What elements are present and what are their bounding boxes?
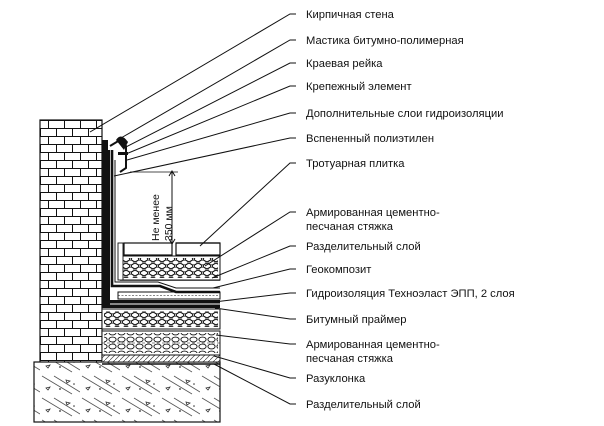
dimension-label: Не менее 350 мм <box>150 191 175 241</box>
leader-bitumen-primer <box>214 307 296 320</box>
leader-separation-layer-upper <box>211 245 296 279</box>
label-brick-wall-line1: Кирпичная стена <box>306 9 395 21</box>
leader-brick-wall <box>89 13 296 133</box>
label-foamed-polyethylene: Вспененный полиэтилен <box>306 133 434 145</box>
dimension-label-line1: Не менее <box>150 194 162 241</box>
label-geocomposite: Геокомпозит <box>306 264 371 276</box>
leader-foamed-polyethylene <box>113 137 296 177</box>
label-bitumen-mastic: Мастика битумно-полимерная <box>306 35 464 47</box>
label-edge-strip: Краевая рейка <box>306 58 383 70</box>
label-extra-waterproofing-line1: Дополнительные слои гидроизоляции <box>306 108 504 120</box>
label-separation-layer-upper: Разделительный слой <box>306 241 421 253</box>
label-fastener-line1: Крепежный элемент <box>306 81 412 93</box>
label-bitumen-mastic-line1: Мастика битумно-полимерная <box>306 35 464 47</box>
label-fastener: Крепежный элемент <box>306 81 412 93</box>
label-brick-wall: Кирпичная стена <box>306 9 395 21</box>
label-edge-strip-line1: Краевая рейка <box>306 58 383 70</box>
leader-slope-layer <box>213 355 296 379</box>
leader-geocomposite <box>212 268 296 289</box>
label-paving-tile-line1: Тротуарная плитка <box>306 158 405 170</box>
label-slope-layer: Разуклонка <box>306 373 366 385</box>
leader-separation-layer-lower <box>213 363 296 405</box>
leader-bitumen-mastic <box>120 39 296 139</box>
leader-edge-strip <box>123 62 296 149</box>
label-slope-layer-line1: Разуклонка <box>306 373 366 385</box>
label-separation-layer-lower: Разделительный слой <box>306 399 421 411</box>
foamed-polyethylene-shape <box>117 242 124 281</box>
wall-waterproofing <box>102 140 108 308</box>
dimension-label-line2: 350 мм <box>163 206 175 241</box>
label-waterproofing-technoelast: Гидроизоляция Техноэласт ЭПП, 2 слоя <box>306 288 515 300</box>
label-waterproofing-technoelast-line1: Гидроизоляция Техноэласт ЭПП, 2 слоя <box>306 288 515 300</box>
label-extra-waterproofing: Дополнительные слои гидроизоляции <box>306 108 504 120</box>
leader-extra-waterproofing <box>126 112 296 161</box>
leader-fastener <box>125 85 296 155</box>
label-reinforced-screed-lower-line1: Армированная цементно- <box>306 339 440 351</box>
extra-waterproofing-shape <box>110 150 220 294</box>
label-geocomposite-line1: Геокомпозит <box>306 264 371 276</box>
leader-reinforced-screed-upper <box>204 211 296 267</box>
concrete-slab <box>33 361 221 423</box>
brick-wall-shape <box>39 119 103 366</box>
label-foamed-polyethylene-line1: Вспененный полиэтилен <box>306 133 434 145</box>
leader-paving-tile <box>199 162 296 247</box>
leader-lines <box>89 13 296 405</box>
label-separation-layer-upper-line1: Разделительный слой <box>306 241 421 253</box>
label-bitumen-primer: Битумный праймер <box>306 314 406 326</box>
label-reinforced-screed-upper-line1: Армированная цементно- <box>306 207 440 219</box>
leader-waterproofing-technoelast <box>213 292 296 303</box>
fastener-shape <box>118 152 128 155</box>
label-reinforced-screed-upper: Армированная цементно-песчаная стяжка <box>306 207 440 233</box>
label-bitumen-primer-line1: Битумный праймер <box>306 314 406 326</box>
label-reinforced-screed-upper-line2: песчаная стяжка <box>306 221 394 233</box>
label-paving-tile: Тротуарная плитка <box>306 158 405 170</box>
label-reinforced-screed-lower-line2: песчаная стяжка <box>306 353 394 365</box>
mastic-shape <box>116 136 128 150</box>
leader-reinforced-screed-lower <box>215 334 296 345</box>
label-reinforced-screed-lower: Армированная цементно-песчаная стяжка <box>306 339 440 365</box>
label-separation-layer-lower-line1: Разделительный слой <box>306 399 421 411</box>
paving-tile-shape <box>123 242 173 256</box>
slope-layer-shape <box>101 354 221 363</box>
